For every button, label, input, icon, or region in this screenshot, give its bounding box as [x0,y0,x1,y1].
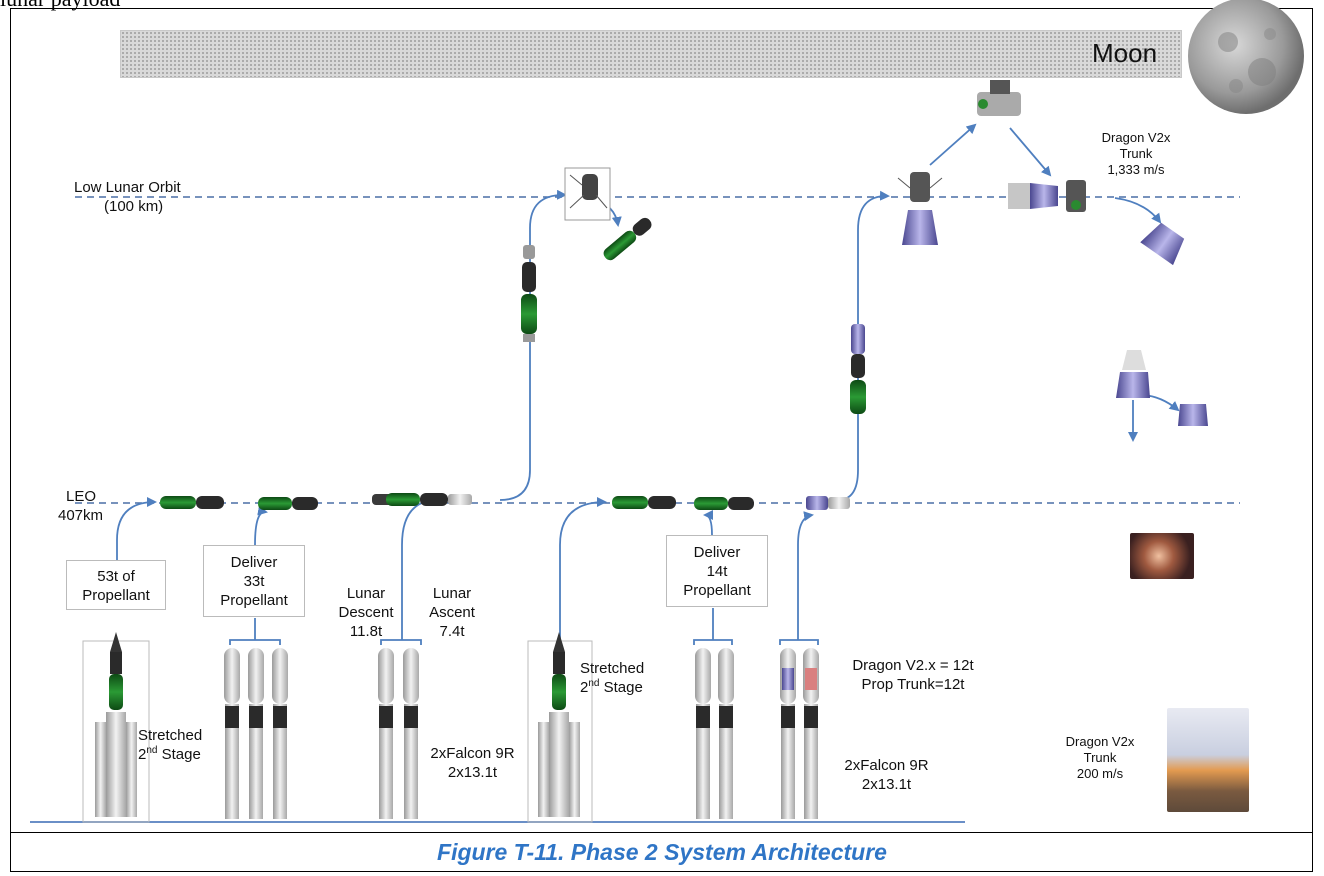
label-stretched-a-line1: Stretched [138,727,203,744]
leo-label: LEO 407km [58,487,103,525]
llo-dragon-trunk [1008,180,1086,212]
leo-propellant-stage-1 [160,496,224,509]
label-trunk-top-line1: Dragon V2x [1101,130,1171,145]
arrow-launch-5 [703,510,714,536]
label-lunar-ascent: Lunar Ascent 7.4t [424,584,480,641]
page-top-text: lunar payload [0,0,120,12]
launch-pair-dragon [780,648,819,819]
label-ascent-line3: 7.4t [439,623,465,640]
label-53t-propellant: 53t of Propellant [66,560,166,610]
llo-lander-dragon [897,172,943,245]
label-dragon-trunk-bottom: Dragon V2x Trunk 200 m/s [1058,734,1142,782]
label-stretched-a-line2: 2nd Stage [138,745,202,764]
arrow-launch-6 [797,511,814,640]
dragon-landing-image [1167,708,1249,812]
label-33t-line1: Deliver [230,554,278,571]
launch-stretched-1 [82,632,150,823]
arrow-moon-to-llo [1009,127,1052,177]
label-deliver-33t: Deliver 33t Propellant [203,545,305,617]
label-trunk-top-line3: 1,333 m/s [1107,162,1165,177]
label-dragon-mass-line2: Prop Trunk=12t [861,676,965,693]
label-trunk-bottom-line2: Trunk [1083,750,1117,765]
label-deliver-14t: Deliver 14t Propellant [666,535,768,607]
arrow-launch-4 [559,497,607,640]
label-dragon-trunk-top: Dragon V2x Trunk 1,333 m/s [1094,130,1178,178]
launch-triple-1 [224,648,288,819]
arrow-trunk-separation [1114,197,1162,224]
arrow-leo-to-llo-1 [499,189,567,501]
label-33t-line3: Propellant [220,592,288,609]
leo-label-line1: LEO [66,488,97,505]
moon-label: Moon [1092,38,1158,68]
launch-stretched-2 [527,632,593,823]
leo-propellant-stage-2 [258,497,318,510]
label-falcon-b: 2xFalcon 9R 2x13.1t [834,756,939,794]
label-trunk-bottom-line3: 200 m/s [1076,766,1124,781]
label-falcon-b-line2: 2x13.1t [861,776,912,793]
label-14t-line2: 14t [706,563,728,580]
moon-icon [1188,0,1304,114]
label-falcon-b-line1: 2xFalcon 9R [844,757,929,774]
label-stretched-b-line2: 2nd Stage [580,678,644,697]
llo-label-line2: (100 km) [104,198,164,215]
label-ascent-line2: Ascent [429,604,475,621]
label-lunar-descent: Lunar Descent 11.8t [336,584,396,641]
label-dragon-mass: Dragon V2.x = 12t Prop Trunk=12t [838,656,988,694]
bracket-lunar-lander [380,639,422,645]
dragon-with-trunk [1116,350,1150,398]
label-descent-line3: 11.8t [349,623,383,640]
moon-band [120,30,1182,78]
label-dragon-mass-line1: Dragon V2.x = 12t [852,657,974,674]
label-stretched-b-stage: Stage [599,679,643,696]
label-33t-line2: 33t [243,573,265,590]
llo-lander-box [564,167,611,221]
leo-propellant-stage-3 [612,496,676,509]
figure-frame [10,8,1313,872]
llo-label-line1: Low Lunar Orbit [74,179,181,196]
label-falcon-a-line1: 2xFalcon 9R [430,745,515,762]
label-trunk-top-line2: Trunk [1119,146,1153,161]
label-stretched-b-num: 2 [580,679,589,696]
label-14t-line1: Deliver [693,544,741,561]
llo-label: Low Lunar Orbit (100 km) [74,178,181,216]
label-descent-line1: Lunar [346,585,386,602]
caption-divider [10,832,1313,872]
label-stretched-b-sup: nd [588,678,600,689]
released-trunk [1178,404,1208,426]
label-falcon-a-line2: 2x13.1t [447,764,498,781]
launch-lander-pair [378,648,419,819]
label-ascent-line1: Lunar [432,585,472,602]
label-descent-line2: Descent [338,604,394,621]
reentry-image [1130,533,1194,579]
lunar-surface-lander [977,80,1021,116]
transfer-stack-dragon [850,324,866,414]
leo-dragon [806,496,850,510]
label-53t-line2: Propellant [82,587,150,604]
arrow-launch-2 [254,505,268,546]
released-trunk-top [1140,222,1185,266]
label-53t-line1: 53t of [97,568,135,585]
label-stretched-stage-a: Stretched 2nd Stage [138,726,202,764]
launch-pair-deliver14 [695,648,734,819]
label-falcon-a: 2xFalcon 9R 2x13.1t [420,744,525,782]
label-trunk-bottom-line1: Dragon V2x [1065,734,1135,749]
arrow-llo-to-moon [929,123,977,166]
arrow-launch-1 [116,497,157,560]
label-stretched-a-sup: nd [146,745,158,756]
figure-caption: Figure T-11. Phase 2 System Architecture [437,839,887,865]
bracket-deliver14 [693,608,733,645]
llo-discarded-stage [603,217,652,261]
label-stretched-a-stage: Stage [157,746,201,763]
leo-label-line2: 407km [58,507,104,524]
label-14t-line3: Propellant [683,582,751,599]
leo-lander-stack [372,493,472,506]
transfer-stack-lander [521,245,537,342]
label-stretched-a-num: 2 [138,746,147,763]
label-stretched-b-line1: Stretched [580,660,645,677]
leo-propellant-stage-4 [694,497,754,510]
label-stretched-stage-b: Stretched 2nd Stage [580,659,644,697]
bracket-dragon [779,639,819,645]
bracket-deliver33 [229,618,281,645]
